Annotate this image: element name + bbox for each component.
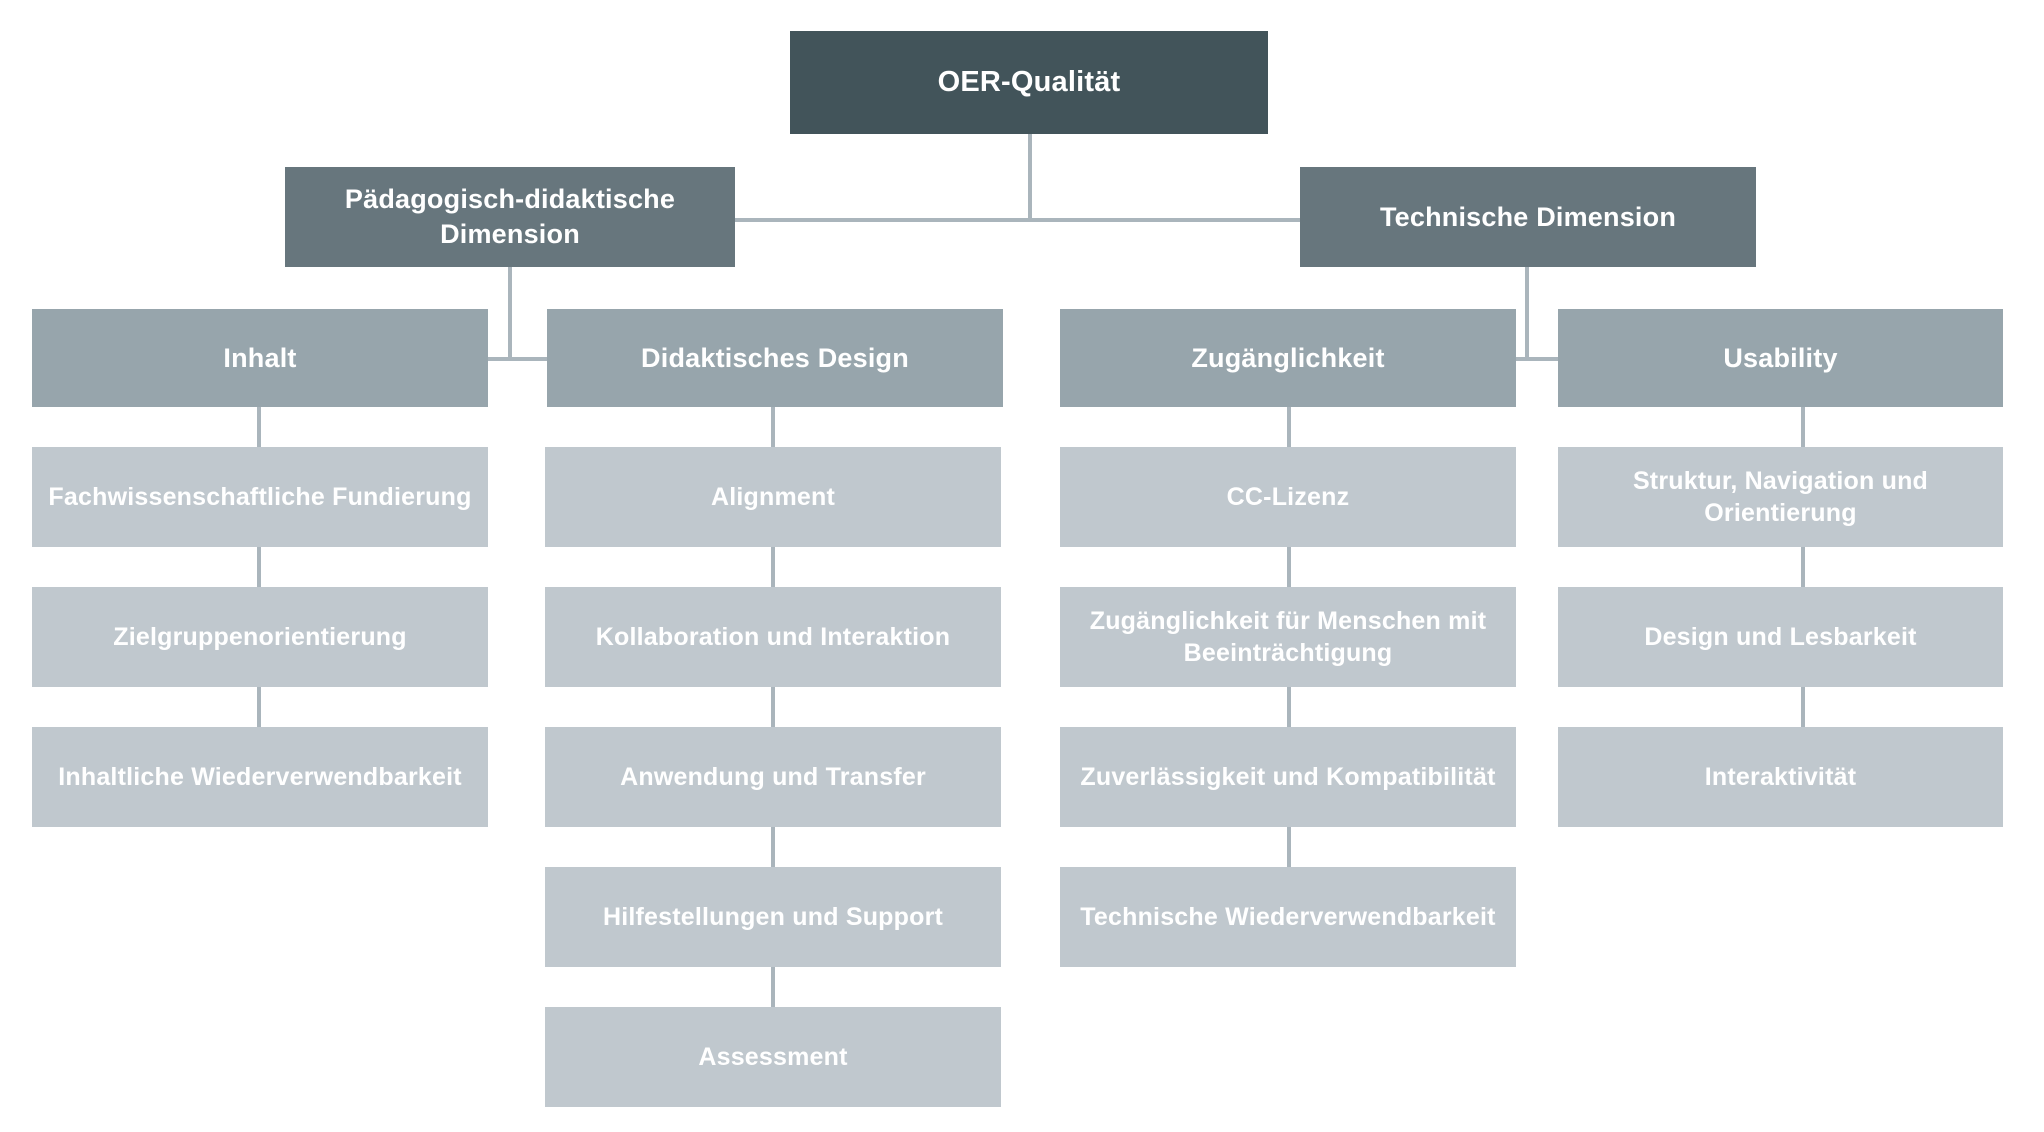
connector-didaktik-3 [771, 687, 775, 727]
connector-root-down [1028, 134, 1032, 220]
connector-didaktik-1 [771, 407, 775, 447]
connector-usability-1 [1801, 407, 1805, 447]
connector-didaktik-4 [771, 827, 775, 867]
node-hilfestellungen-und-support[interactable]: Hilfestellungen und Support [545, 867, 1001, 967]
node-paedagogisch-didaktische-dimension[interactable]: Pädagogisch-didaktische Dimension [285, 167, 735, 267]
connector-inhalt-2 [257, 547, 261, 587]
node-zielgruppenorientierung[interactable]: Zielgruppenorientierung [32, 587, 488, 687]
node-zuverlaessigkeit-und-kompatibilitaet[interactable]: Zuverlässigkeit und Kompatibilität [1060, 727, 1516, 827]
node-interaktivitaet[interactable]: Interaktivität [1558, 727, 2003, 827]
connector-didaktik-2 [771, 547, 775, 587]
connector-usability-2 [1801, 547, 1805, 587]
connector-zugang-2 [1287, 547, 1291, 587]
node-zugaenglichkeit-fuer-menschen-mit-beeintraechtigung[interactable]: Zugänglichkeit für Menschen mit Beeinträ… [1060, 587, 1516, 687]
node-zugaenglichkeit[interactable]: Zugänglichkeit [1060, 309, 1516, 407]
connector-ped-dimension-down [508, 266, 512, 359]
node-fachwissenschaftliche-fundierung[interactable]: Fachwissenschaftliche Fundierung [32, 447, 488, 547]
node-alignment[interactable]: Alignment [545, 447, 1001, 547]
connector-didaktik-5 [771, 967, 775, 1007]
node-technische-dimension[interactable]: Technische Dimension [1300, 167, 1756, 267]
connector-tech-categories-spine [1496, 357, 1558, 361]
node-cc-lizenz[interactable]: CC-Lizenz [1060, 447, 1516, 547]
node-inhaltliche-wiederverwendbarkeit[interactable]: Inhaltliche Wiederverwendbarkeit [32, 727, 488, 827]
connector-zugang-1 [1287, 407, 1291, 447]
node-inhalt[interactable]: Inhalt [32, 309, 488, 407]
node-didaktisches-design[interactable]: Didaktisches Design [547, 309, 1003, 407]
connector-dimensions-spine [735, 218, 1301, 222]
connector-inhalt-1 [257, 407, 261, 447]
connector-inhalt-3 [257, 687, 261, 727]
connector-zugang-4 [1287, 827, 1291, 867]
node-anwendung-und-transfer[interactable]: Anwendung und Transfer [545, 727, 1001, 827]
connector-zugang-3 [1287, 687, 1291, 727]
node-assessment[interactable]: Assessment [545, 1007, 1001, 1107]
connector-tech-dimension-down [1525, 266, 1529, 359]
node-usability[interactable]: Usability [1558, 309, 2003, 407]
node-design-und-lesbarkeit[interactable]: Design und Lesbarkeit [1558, 587, 2003, 687]
connector-usability-3 [1801, 687, 1805, 727]
node-struktur-navigation-und-orientierung[interactable]: Struktur, Navigation und Orientierung [1558, 447, 2003, 547]
node-kollaboration-und-interaktion[interactable]: Kollaboration und Interaktion [545, 587, 1001, 687]
connector-ped-categories-spine [488, 357, 548, 361]
node-technische-wiederverwendbarkeit[interactable]: Technische Wiederverwendbarkeit [1060, 867, 1516, 967]
node-oer-qualitaet[interactable]: OER-Qualität [790, 31, 1268, 134]
